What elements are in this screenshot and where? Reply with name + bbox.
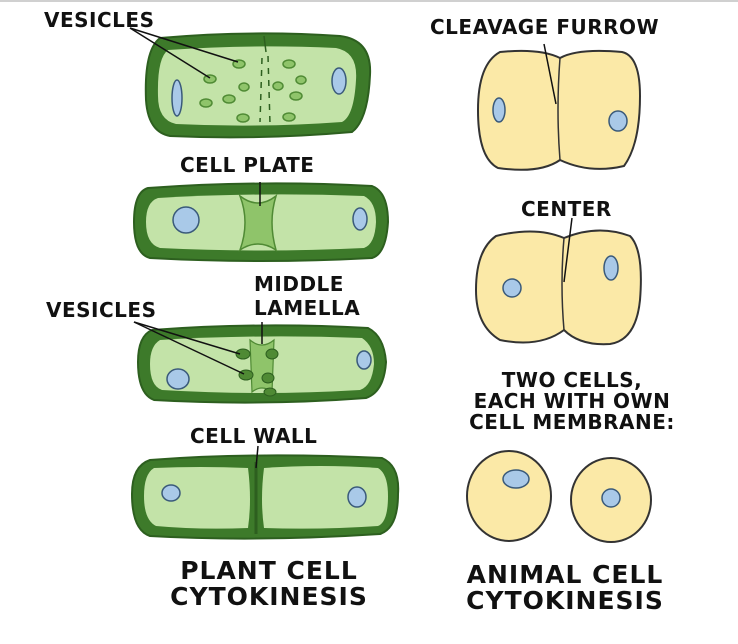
pointer-cleavage-furrow (543, 43, 557, 105)
plant-title-line-1: PLANT CELL (180, 556, 358, 585)
cell-plate (238, 193, 278, 252)
daughter-cell-left (144, 467, 250, 529)
daughter-cell-right (262, 466, 388, 529)
plant-cell-stage-4 (130, 454, 400, 540)
label-cleavage-furrow: CLEAVAGE FURROW (430, 15, 660, 39)
middle-lamella (249, 338, 275, 394)
nucleus (331, 67, 347, 95)
animal-title-line-2: CYTOKINESIS (466, 586, 664, 616)
label-two-cells-line-2: EACH WITH OWN (473, 389, 671, 413)
nucleus (601, 488, 621, 508)
animal-cell-stage-2 (474, 229, 642, 346)
animal-cell-stage-1 (476, 49, 642, 171)
pointer-cell-wall (255, 445, 259, 469)
nucleus (502, 278, 522, 298)
pointer-center (563, 217, 573, 283)
dividing-line (259, 55, 271, 125)
wall-tick (263, 35, 267, 53)
plant-cell-stage-1 (144, 32, 372, 139)
label-vesicles-mid: VESICLES (46, 298, 157, 322)
plant-cell-stage-2 (132, 182, 390, 262)
nucleus (171, 79, 183, 117)
plant-title-line-2: CYTOKINESIS (170, 582, 368, 612)
nucleus (352, 207, 368, 231)
dividing-animal-cell (474, 229, 642, 346)
fused-vesicles (235, 348, 279, 397)
nucleus (502, 469, 530, 489)
label-middle: MIDDLE (254, 272, 344, 296)
nucleus (356, 350, 372, 370)
daughter-cell-left (466, 450, 552, 542)
nucleus (603, 255, 619, 281)
label-cell-wall: CELL WALL (190, 424, 318, 448)
vesicle-cluster (199, 59, 307, 123)
label-two-cells-line-3: CELL MEMBRANE: (469, 410, 675, 434)
animal-cells-separated (466, 450, 652, 543)
center-line (561, 237, 565, 331)
plant-cell-stage-3 (136, 324, 388, 404)
furrow-line (557, 57, 561, 161)
cytoplasm (157, 46, 357, 126)
dividing-animal-cell (476, 49, 642, 171)
animal-title: ANIMAL CELL CYTOKINESIS (440, 560, 690, 616)
animal-title-line-1: ANIMAL CELL (466, 560, 664, 589)
label-two-cells: TWO CELLS, EACH WITH OWN CELL MEMBRANE: (430, 370, 714, 433)
label-lamella: LAMELLA (254, 296, 361, 320)
nucleus (161, 484, 181, 502)
nucleus (492, 97, 506, 123)
nucleus (166, 368, 190, 390)
nucleus (172, 206, 200, 234)
label-two-cells-line-1: TWO CELLS, (501, 368, 643, 392)
pointer-vesicles-mid (133, 321, 245, 375)
nucleus (347, 486, 367, 508)
plant-title: PLANT CELL CYTOKINESIS (150, 556, 388, 612)
label-vesicles-top: VESICLES (44, 8, 155, 32)
label-center: CENTER (521, 197, 612, 221)
pointer-vesicles-top (129, 27, 239, 79)
label-cell-plate: CELL PLATE (180, 153, 315, 177)
nucleus (608, 110, 628, 132)
